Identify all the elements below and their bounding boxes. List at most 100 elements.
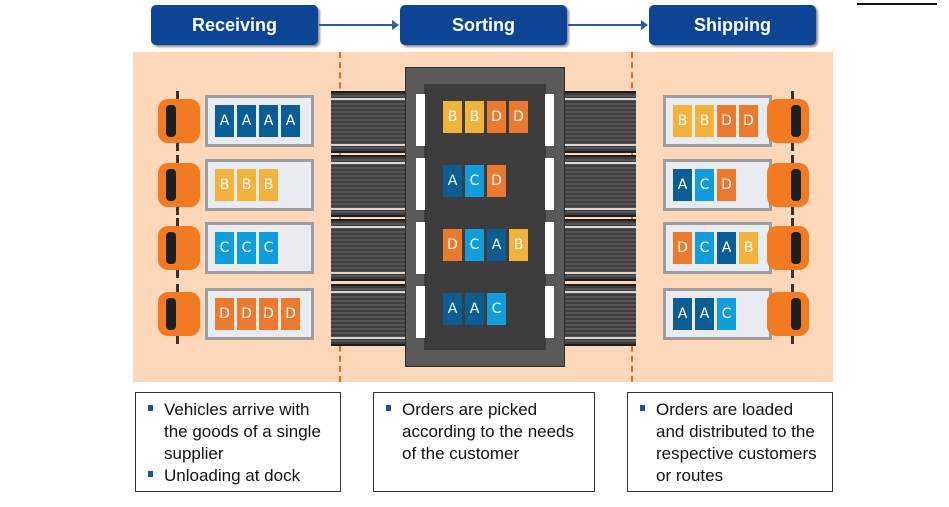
package-a: A [215, 105, 234, 137]
package-a: A [237, 105, 256, 137]
dock-bay-left [416, 158, 425, 210]
zone-divider-left [339, 52, 341, 382]
package-d: D [443, 229, 462, 261]
conveyor-out-4 [558, 284, 636, 346]
mirror [176, 155, 179, 163]
conveyor-out-3 [558, 219, 636, 281]
package-b: B [259, 169, 278, 201]
package-d: D [487, 101, 506, 133]
stage-label: Shipping [694, 14, 771, 35]
package-a: A [443, 165, 462, 197]
conveyor-in-3 [331, 219, 411, 281]
conveyor-in-2 [331, 155, 411, 217]
mirror [176, 284, 179, 292]
windshield [166, 232, 176, 264]
truck-cab-icon [158, 292, 200, 336]
package-a: A [673, 169, 692, 201]
dock-bay-left [416, 94, 425, 146]
stage-label: Sorting [452, 14, 515, 35]
receiving-description: Vehicles arrive with the goods of a sing… [135, 392, 341, 492]
package-c: C [465, 165, 484, 197]
package-b: B [673, 105, 692, 137]
package-c: C [717, 298, 736, 330]
bullet-item: Unloading at dock [146, 465, 332, 487]
dock-bay-left [416, 286, 425, 338]
dock-bay-right [545, 286, 554, 338]
windshield [791, 232, 801, 264]
dock-bay-left [416, 222, 425, 274]
package-c: C [215, 232, 234, 264]
package-d: D [487, 165, 506, 197]
stage-shipping: Shipping [649, 5, 816, 45]
mirror [176, 207, 179, 215]
truck-cab-icon [158, 226, 200, 270]
package-d: D [259, 298, 278, 330]
package-a: A [259, 105, 278, 137]
windshield [166, 298, 176, 330]
mirror [791, 91, 794, 99]
mirror [176, 270, 179, 278]
package-b: B [465, 101, 484, 133]
windshield [791, 169, 801, 201]
mirror [791, 218, 794, 226]
package-a: A [695, 298, 714, 330]
mirror [176, 143, 179, 151]
arrow-receiving-to-sorting [319, 20, 399, 30]
package-a: A [487, 229, 506, 261]
package-a: A [443, 293, 462, 325]
truck-cab-icon [158, 163, 200, 207]
package-b: B [215, 169, 234, 201]
truck-cab-icon [767, 226, 809, 270]
stage-receiving: Receiving [151, 5, 318, 45]
stage-sorting: Sorting [400, 5, 567, 45]
mirror [176, 218, 179, 226]
mirror [791, 207, 794, 215]
package-d: D [739, 105, 758, 137]
sorting-description: Orders are picked according to the needs… [373, 392, 595, 492]
package-a: A [281, 105, 300, 137]
package-d: D [673, 232, 692, 264]
package-b: B [695, 105, 714, 137]
package-d: D [215, 298, 234, 330]
package-b: B [739, 232, 758, 264]
windshield [166, 105, 176, 137]
package-d: D [237, 298, 256, 330]
windshield [791, 298, 801, 330]
zone-divider-right [631, 52, 633, 382]
truck-cab-icon [767, 99, 809, 143]
bullet-item: Orders are loaded and distributed to the… [638, 399, 824, 487]
package-d: D [717, 105, 736, 137]
mirror [791, 336, 794, 344]
package-b: B [443, 101, 462, 133]
package-c: C [487, 293, 506, 325]
conveyor-in-4 [331, 284, 411, 346]
package-a: A [465, 293, 484, 325]
stage-label: Receiving [191, 14, 278, 35]
bullet-item: Orders are picked according to the needs… [384, 399, 586, 465]
package-d: D [281, 298, 300, 330]
package-c: C [695, 169, 714, 201]
mirror [176, 91, 179, 99]
bullet-item: Vehicles arrive with the goods of a sing… [146, 399, 332, 465]
dock-bay-right [545, 222, 554, 274]
dock-bay-right [545, 158, 554, 210]
package-b: B [237, 169, 256, 201]
mirror [791, 143, 794, 151]
